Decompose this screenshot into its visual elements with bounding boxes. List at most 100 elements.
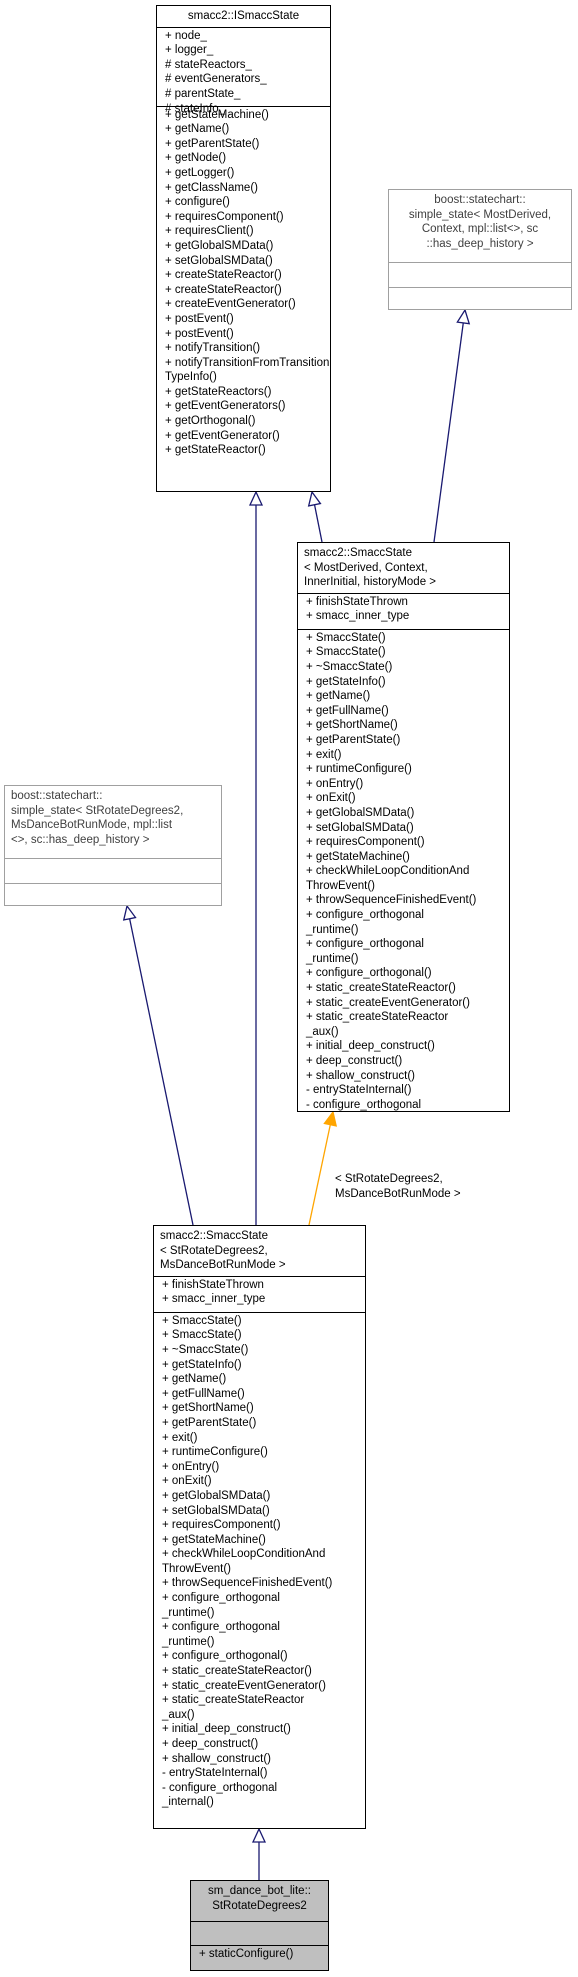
class-ismaccstate[interactable]: smacc2::ISmaccState + node_+ logger_# st…: [156, 5, 331, 492]
class-strotatedegrees2[interactable]: sm_dance_bot_lite::StRotateDegrees2 + st…: [190, 1880, 329, 1971]
text-line: ThrowEvent(): [162, 1562, 232, 1575]
text-line: + throwSequenceFinishedEvent(): [306, 894, 477, 907]
text-line: StRotateDegrees2: [212, 1899, 307, 1912]
text-line: + configure_orthogonal(): [162, 1650, 288, 1663]
text-line: + getFullName(): [306, 704, 389, 717]
text-line: + getLogger(): [165, 166, 235, 179]
text-line: + runtimeConfigure(): [306, 763, 412, 776]
text-line: # stateReactors_: [165, 58, 252, 71]
text-line: + static_createEventGenerator(): [306, 996, 470, 1009]
text-line: simple_state< StRotateDegrees2,: [11, 804, 184, 817]
edge-smacc-template-to-simple-state-generic-arrowhead: [456, 308, 471, 325]
text-line: # stateInfo_: [165, 102, 226, 115]
text-line: + postEvent(): [165, 327, 234, 340]
text-line: + getStateInfo(): [306, 675, 386, 688]
text-line: + static_createEventGenerator(): [162, 1679, 326, 1692]
text-line: + deep_construct(): [162, 1738, 259, 1750]
class-smaccstate-template-attributes: + finishStateThrown + smacc_inner_type: [298, 592, 509, 629]
text-line: + SmaccState(): [162, 1329, 242, 1342]
text-line: + deep_construct(): [306, 1055, 403, 1067]
text-line: + setGlobalSMData(): [162, 1504, 270, 1517]
text-line: + getGlobalSMData(): [306, 806, 415, 819]
text-line: + getName(): [306, 690, 371, 703]
text-line: + getShortName(): [162, 1402, 254, 1415]
class-simple-state-rotate[interactable]: boost::statechart::simple_state< StRotat…: [4, 785, 222, 906]
class-ismaccstate-attributes: + node_+ logger_# stateReactors_# eventG…: [157, 26, 330, 115]
edge-smacc-template-to-simple-state-generic-line: [433, 322, 464, 543]
text-line: simple_state< MostDerived,: [408, 208, 552, 221]
class-smaccstate-rotate[interactable]: smacc2::SmaccState< StRotateDegrees2,MsD…: [153, 1225, 366, 1829]
text-line: + SmaccState(): [306, 631, 386, 644]
text-line: _aux(): [306, 1025, 339, 1038]
class-strotatedegrees2-attributes: [191, 1921, 328, 1945]
text-line: _runtime(): [162, 1606, 215, 1619]
text-line: + getName(): [162, 1373, 227, 1386]
text-line: + SmaccState(): [162, 1314, 242, 1327]
text-line: + SmaccState(): [306, 646, 386, 659]
text-line: < StRotateDegrees2,: [160, 1244, 268, 1257]
text-line: _internal(): [162, 1796, 214, 1809]
text-line: InnerInitial, historyMode >: [304, 576, 436, 589]
text-line: + node_: [165, 29, 207, 42]
text-line: # parentState_: [165, 87, 241, 100]
class-smaccstate-rotate-title: smacc2::SmaccState< StRotateDegrees2,MsD…: [154, 1226, 365, 1276]
text-line: + static_createStateReactor(): [162, 1665, 312, 1678]
text-line: + getStateReactor(): [165, 444, 266, 457]
text-line: + postEvent(): [165, 312, 234, 325]
text-line: + runtimeConfigure(): [162, 1446, 268, 1459]
text-line: + getStateMachine(): [162, 1533, 266, 1546]
text-line: MsDanceBotRunMode, mpl::list: [11, 819, 173, 832]
text-line: + shallow_construct(): [162, 1752, 271, 1765]
text-line: TypeInfo(): [165, 371, 217, 384]
text-line: + createEventGenerator(): [165, 298, 296, 311]
class-smaccstate-template[interactable]: smacc2::SmaccState< MostDerived, Context…: [297, 542, 510, 1112]
text-line: < StRotateDegrees2,: [335, 1173, 443, 1185]
text-line: + notifyTransition(): [165, 342, 261, 355]
text-line: + configure_orthogonal: [306, 909, 424, 922]
class-simple-state-rotate-attributes: [5, 858, 221, 883]
text-line: - entryStateInternal(): [306, 1084, 412, 1097]
text-line: + initial_deep_construct(): [306, 1040, 435, 1053]
text-line: + createStateReactor(): [165, 283, 282, 296]
class-simple-state-generic-title: boost::statechart::simple_state< MostDer…: [389, 190, 571, 262]
text-line: + onExit(): [162, 1475, 212, 1488]
text-line: + static_createStateReactor: [162, 1694, 305, 1707]
template-binding-label: < StRotateDegrees2, MsDanceBotRunMode >: [335, 1172, 461, 1201]
text-line: + finishStateThrown: [306, 595, 408, 608]
text-line: + requiresComponent(): [165, 210, 284, 223]
text-line: + getName(): [165, 123, 230, 136]
class-smaccstate-rotate-attributes: + finishStateThrown + smacc_inner_type: [154, 1275, 365, 1312]
text-line: + logger_: [165, 44, 214, 57]
text-line: + requiresComponent(): [306, 836, 425, 849]
text-line: + smacc_inner_type: [162, 1293, 266, 1306]
text-line: MsDanceBotRunMode >: [335, 1187, 461, 1200]
text-line: + configure_orthogonal(): [306, 967, 432, 980]
text-line: + getOrthogonal(): [165, 415, 256, 428]
text-line: _aux(): [162, 1708, 195, 1721]
text-line: + smacc_inner_type: [306, 610, 410, 623]
text-line: ThrowEvent(): [306, 879, 376, 892]
edge-smacc-rotate-to-smacc-template-line: [308, 1124, 331, 1226]
text-line: + getGlobalSMData(): [162, 1489, 271, 1502]
text-line: + getStateMachine(): [306, 850, 410, 863]
text-line: + shallow_construct(): [306, 1069, 415, 1082]
text-line: - entryStateInternal(): [162, 1767, 268, 1780]
text-line: <>, sc::has_deep_history >: [11, 833, 150, 846]
text-line: boost::statechart::: [434, 194, 526, 206]
class-strotatedegrees2-title: sm_dance_bot_lite::StRotateDegrees2: [191, 1881, 328, 1921]
text-line: + configure(): [165, 196, 230, 209]
text-line: + finishStateThrown: [162, 1278, 264, 1291]
text-line: + staticConfigure(): [199, 1948, 294, 1960]
text-line: + static_createStateReactor: [306, 1011, 449, 1024]
class-simple-state-rotate-methods: [5, 883, 221, 886]
text-line: + exit(): [162, 1431, 198, 1444]
class-simple-state-generic[interactable]: boost::statechart::simple_state< MostDer…: [388, 189, 572, 310]
text-line: + setGlobalSMData(): [306, 821, 414, 834]
class-smaccstate-rotate-methods: + SmaccState()+ SmaccState()+ ~SmaccStat…: [154, 1311, 365, 1811]
text-line: _runtime(): [306, 952, 359, 965]
text-line: + getStateReactors(): [165, 385, 272, 398]
text-line: boost::statechart::: [11, 790, 103, 802]
class-simple-state-generic-methods: [389, 287, 571, 290]
class-ismaccstate-methods: + getStateMachine()+ getName()+ getParen…: [157, 105, 330, 459]
text-line: + getGlobalSMData(): [165, 239, 274, 252]
